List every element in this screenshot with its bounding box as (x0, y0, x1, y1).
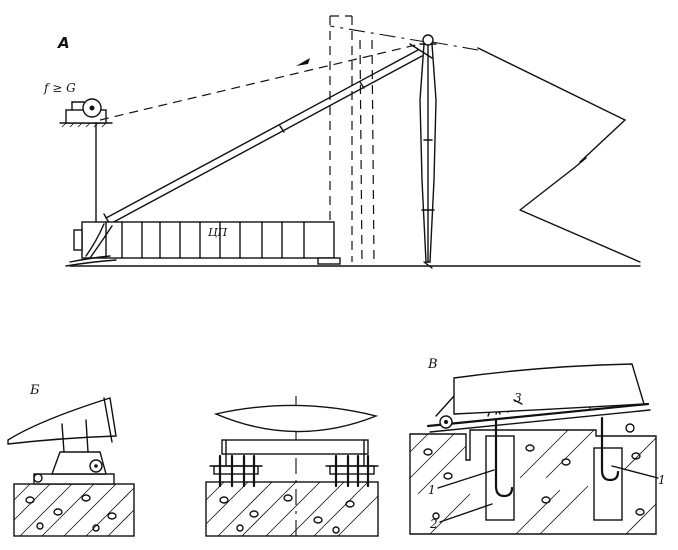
panel-v-label: В (427, 357, 438, 372)
winch-condition-label: f ≥ G (43, 81, 76, 95)
bolted-supports (209, 454, 379, 488)
panel-middle (205, 396, 379, 540)
pipe-shoe-b (7, 397, 117, 453)
callout-2-leader (439, 503, 493, 523)
foundation-block-middle (205, 481, 379, 537)
callout-1b-leader (611, 465, 659, 479)
hauling-cable (99, 43, 421, 121)
foundation-hatching-b (13, 483, 135, 537)
panel-b-label: Б (29, 383, 40, 398)
panel-v: В (409, 357, 666, 535)
pipe-mark-label: ЦП (208, 226, 228, 239)
callout-3: 3 (514, 391, 522, 405)
anchor-hook-left (494, 418, 514, 498)
guy-line-left (329, 25, 427, 43)
foundation-hatching-v (409, 429, 657, 535)
panel-a: А f ≥ G (43, 15, 641, 269)
callout-3-leader (513, 399, 523, 405)
foundation-hatching-middle (205, 481, 379, 537)
guy-line-right-short (431, 41, 479, 51)
guy-rope (477, 47, 626, 121)
pipe-end-v (453, 363, 645, 415)
cradle-frame (213, 404, 379, 473)
callout-1a: 1 (428, 483, 436, 497)
callout-1b: 1 (658, 473, 666, 487)
panel-b: Б (7, 383, 135, 537)
callout-1a-leader (437, 469, 495, 489)
pit-left (485, 435, 515, 521)
hinged-support (33, 451, 115, 485)
pipe-section: ЦП (65, 221, 341, 267)
anchor-hook-right (600, 416, 620, 482)
pit-right (593, 447, 623, 521)
callout-2: 2 (429, 517, 438, 531)
guy-rope-anchor (519, 119, 641, 263)
vertical-column-outline (329, 15, 375, 263)
foundation-block-b (13, 483, 135, 537)
boom (103, 43, 433, 229)
mast (419, 34, 437, 269)
winch (59, 98, 113, 257)
panel-a-label: А (57, 34, 70, 52)
